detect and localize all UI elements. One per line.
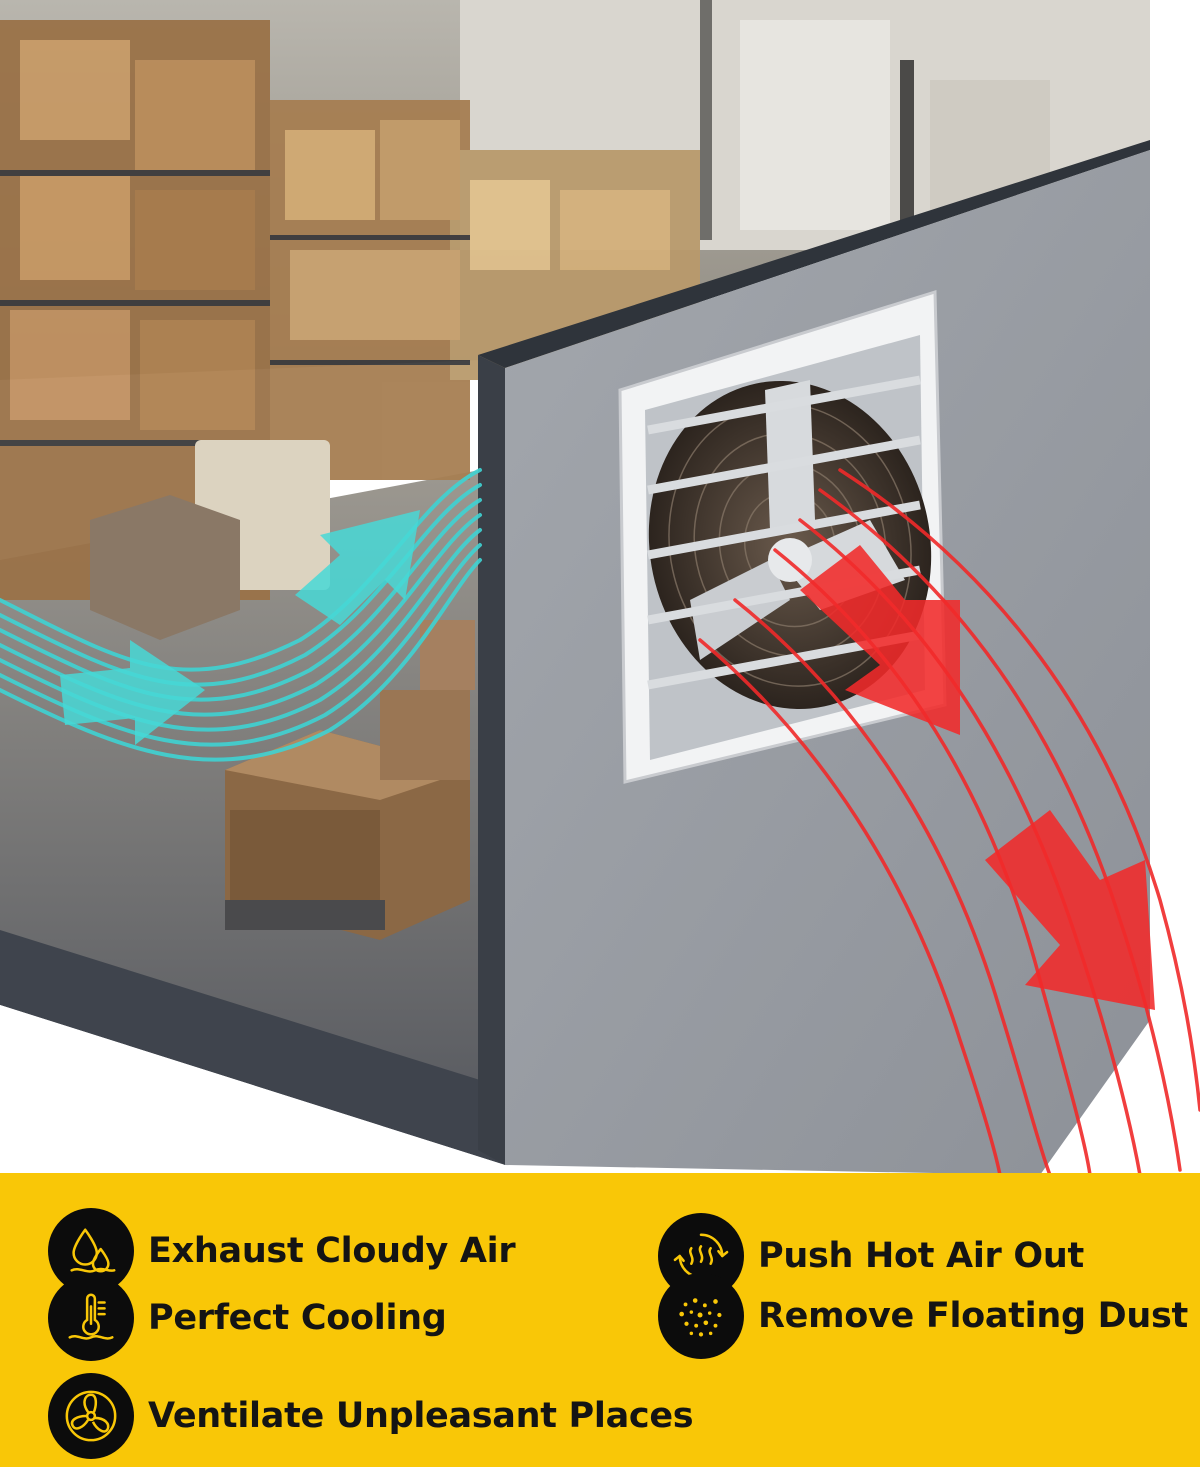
features-band: Exhaust Cloudy Air Push Hot Air Out bbox=[0, 1173, 1200, 1467]
room-frame bbox=[0, 140, 1150, 1175]
feature-ventilate-unpleasant-places: Ventilate Unpleasant Places bbox=[48, 1373, 694, 1459]
feature-perfect-cooling: Perfect Cooling bbox=[48, 1275, 447, 1361]
cool-air-arrows bbox=[60, 510, 420, 745]
feature-exhaust-cloudy-air: Exhaust Cloudy Air bbox=[48, 1208, 516, 1294]
feature-label: Perfect Cooling bbox=[148, 1298, 447, 1338]
thermometer-icon bbox=[48, 1275, 134, 1361]
fan-icon bbox=[48, 1373, 134, 1459]
feature-label: Exhaust Cloudy Air bbox=[148, 1231, 516, 1271]
exhaust-fan bbox=[618, 289, 947, 784]
feature-label: Push Hot Air Out bbox=[758, 1236, 1084, 1276]
warehouse-exhaust-fan-illustration bbox=[0, 0, 1200, 1175]
feature-label: Ventilate Unpleasant Places bbox=[148, 1396, 694, 1436]
dust-particles-icon bbox=[658, 1273, 744, 1359]
pallet-boxes bbox=[225, 620, 475, 940]
hot-air-arrows bbox=[800, 545, 1155, 1010]
feature-label: Remove Floating Dust bbox=[758, 1296, 1188, 1336]
feature-remove-floating-dust: Remove Floating Dust bbox=[658, 1273, 1188, 1359]
